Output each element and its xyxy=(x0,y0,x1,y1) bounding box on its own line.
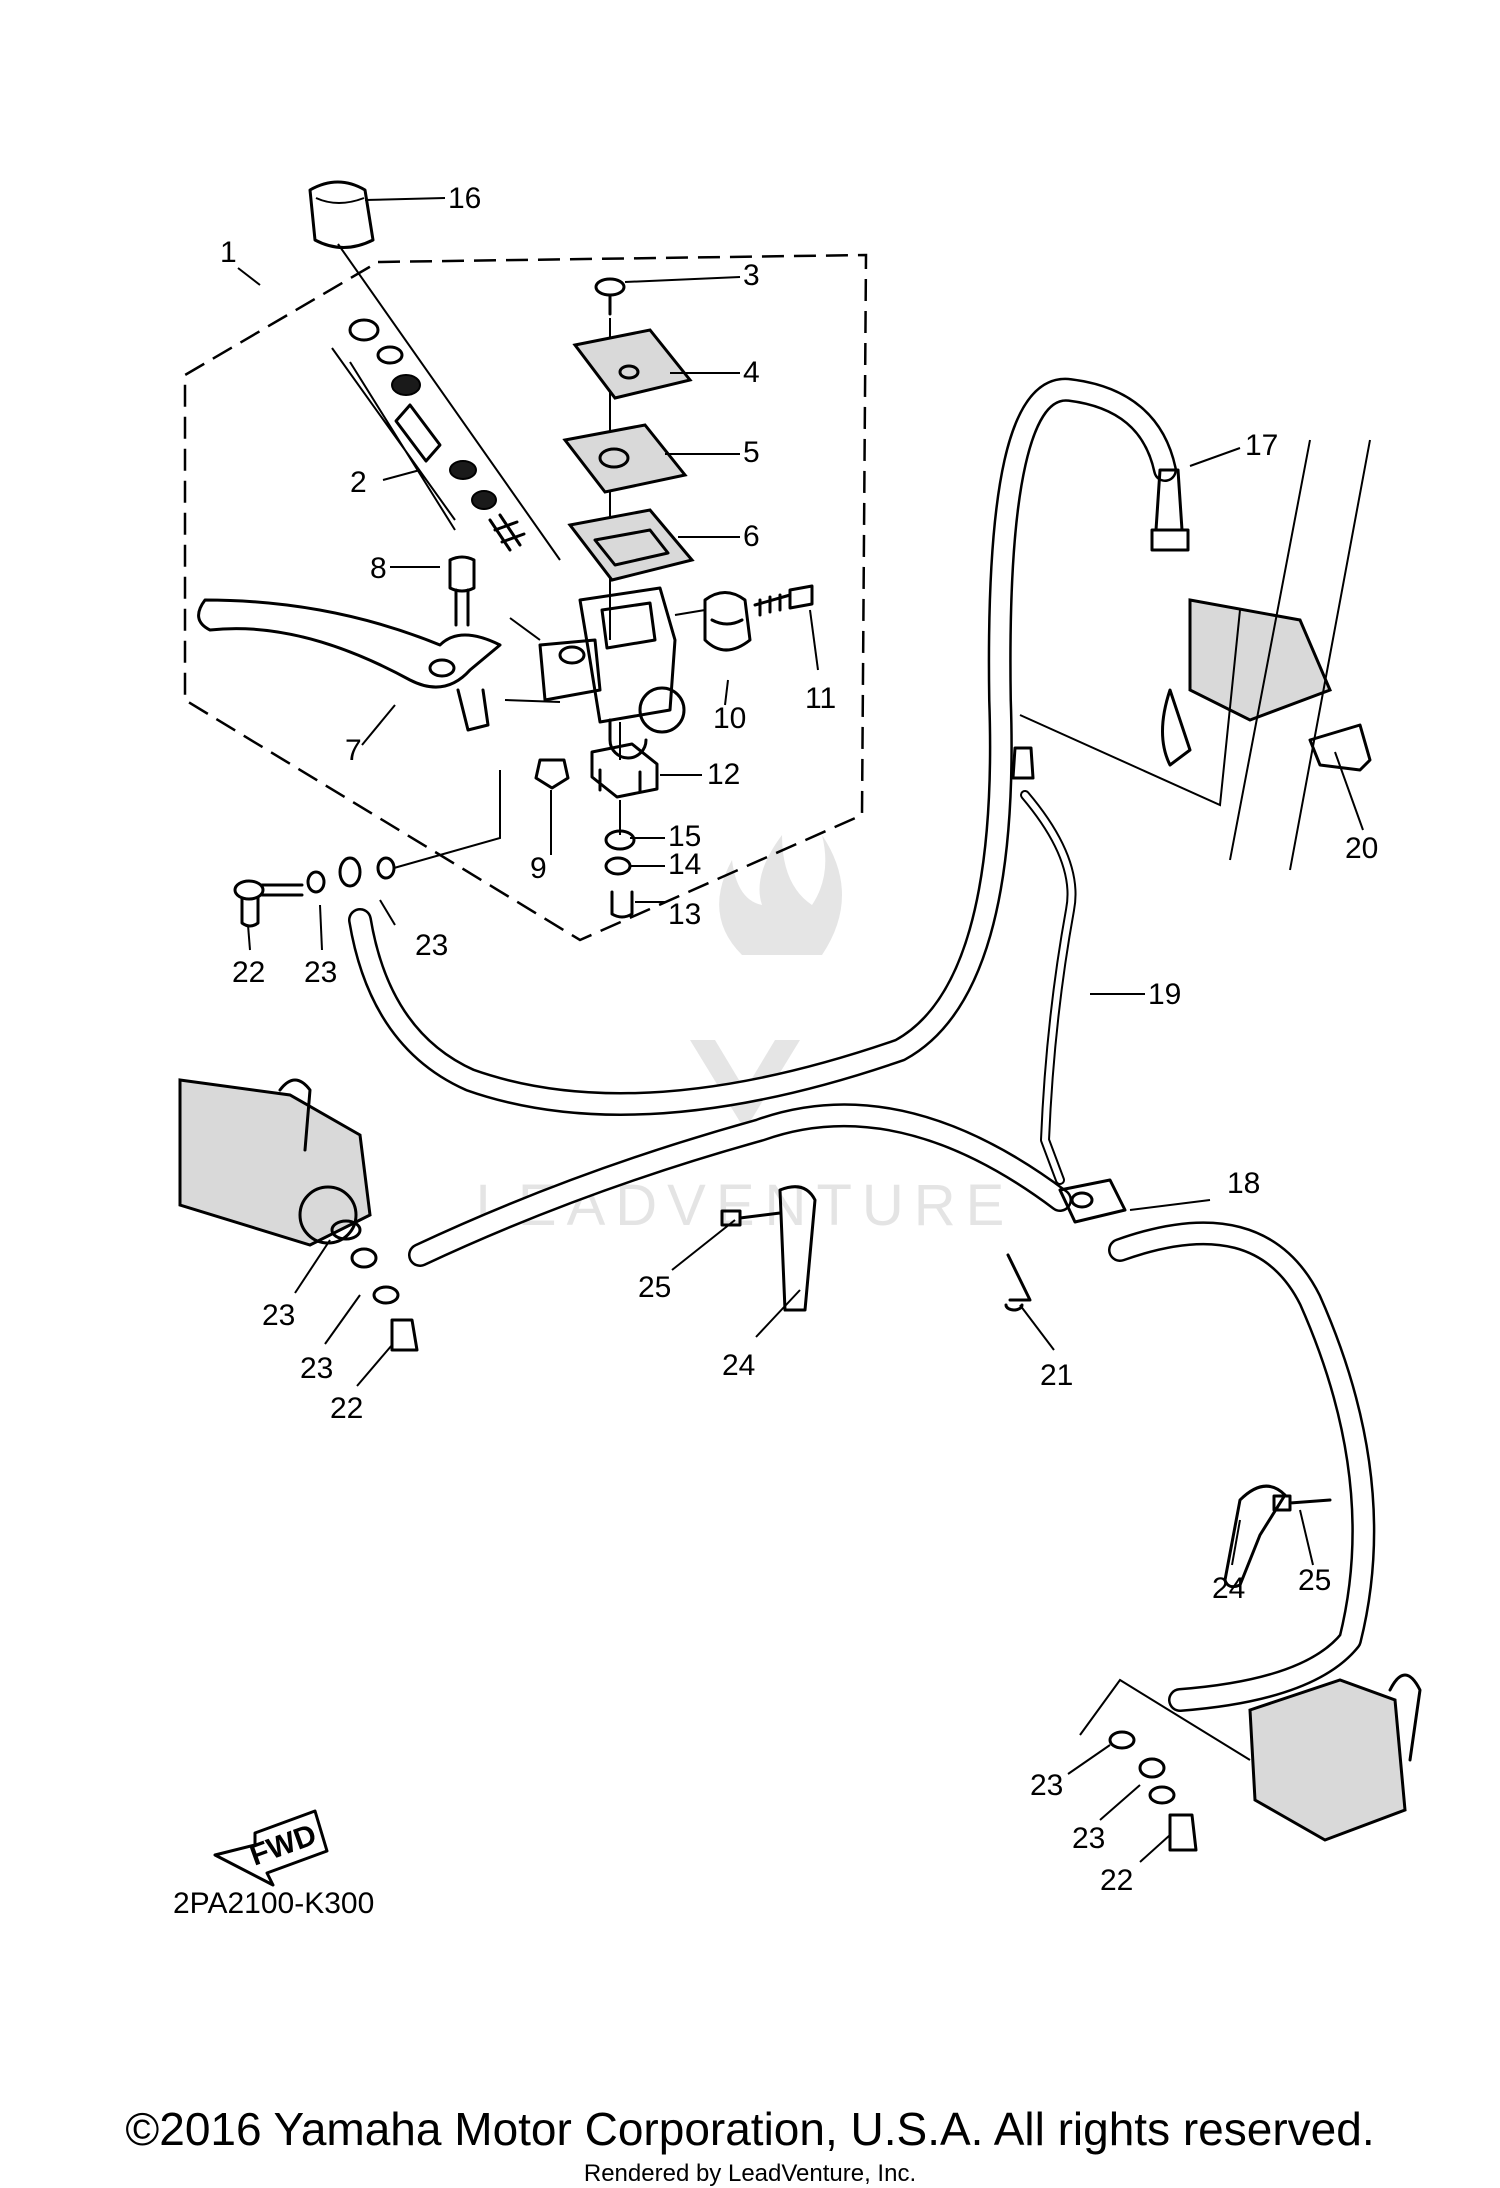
right-caliper xyxy=(1079,1673,1422,1852)
callout-14: 14 xyxy=(668,848,701,881)
piston-kit xyxy=(331,318,526,552)
callout-10: 10 xyxy=(713,702,746,735)
callout-4: 4 xyxy=(743,356,760,389)
reservoir-cap-stack xyxy=(562,277,695,640)
callout-19: 19 xyxy=(1148,978,1181,1011)
callout-24-center: 24 xyxy=(722,1349,755,1382)
hose-clamp-right xyxy=(1223,1484,1332,1589)
rendered-by-notice: Rendered by LeadVenture, Inc. xyxy=(583,2160,917,2187)
callout-17: 17 xyxy=(1245,429,1278,462)
left-caliper xyxy=(178,1078,419,1352)
diagram-code: 2PA2100-K300 xyxy=(173,1887,374,1920)
callout-23-right-a: 23 xyxy=(1030,1769,1063,1802)
callout-23-top-a: 23 xyxy=(304,956,337,989)
callout-25-center: 25 xyxy=(638,1271,671,1304)
callout-22-right: 22 xyxy=(1100,1864,1133,1897)
grip-sleeve xyxy=(308,180,561,561)
callout-1: 1 xyxy=(220,236,237,269)
fwd-label: FWD xyxy=(245,1818,320,1872)
callout-22-left: 22 xyxy=(330,1392,363,1425)
callout-25-right: 25 xyxy=(1298,1564,1331,1597)
callout-5: 5 xyxy=(743,436,760,469)
callout-3: 3 xyxy=(743,259,760,292)
fwd-arrow-icon: FWD xyxy=(213,1809,329,1887)
callout-23-top-b: 23 xyxy=(415,929,448,962)
callout-labels: 16 1 3 4 5 6 2 8 7 9 10 11 12 15 14 13 1… xyxy=(173,182,1378,1920)
callout-23-left-a: 23 xyxy=(262,1299,295,1332)
upper-banjo-fittings xyxy=(233,770,501,928)
master-cylinder-body xyxy=(504,586,706,760)
callout-18: 18 xyxy=(1227,1167,1260,1200)
switch-assembly xyxy=(534,722,659,919)
callout-20: 20 xyxy=(1345,832,1378,865)
three-way-joint xyxy=(1004,1178,1127,1312)
callout-21: 21 xyxy=(1040,1359,1073,1392)
pivot-bolt xyxy=(448,555,476,627)
assembly-outline xyxy=(183,253,868,942)
callout-15: 15 xyxy=(668,820,701,853)
callout-7: 7 xyxy=(345,734,362,767)
brake-hoses xyxy=(348,377,1376,1712)
callout-13: 13 xyxy=(668,898,701,931)
callout-23-left-b: 23 xyxy=(300,1352,333,1385)
brake-lever xyxy=(197,598,502,732)
holder-clamp xyxy=(703,584,814,652)
callout-2: 2 xyxy=(350,466,367,499)
callout-6: 6 xyxy=(743,520,760,553)
copyright-notice: ©2016 Yamaha Motor Corporation, U.S.A. A… xyxy=(125,2103,1375,2155)
callout-8: 8 xyxy=(370,552,387,585)
callout-24-right: 24 xyxy=(1212,1572,1245,1605)
callout-22-top: 22 xyxy=(232,956,265,989)
callout-23-right-b: 23 xyxy=(1072,1822,1105,1855)
callout-9: 9 xyxy=(530,852,547,885)
callout-11: 11 xyxy=(805,682,836,715)
leader-lines xyxy=(237,197,1364,1863)
upper-caliper xyxy=(1019,439,1372,871)
callout-16: 16 xyxy=(448,182,481,215)
callout-12: 12 xyxy=(707,758,740,791)
